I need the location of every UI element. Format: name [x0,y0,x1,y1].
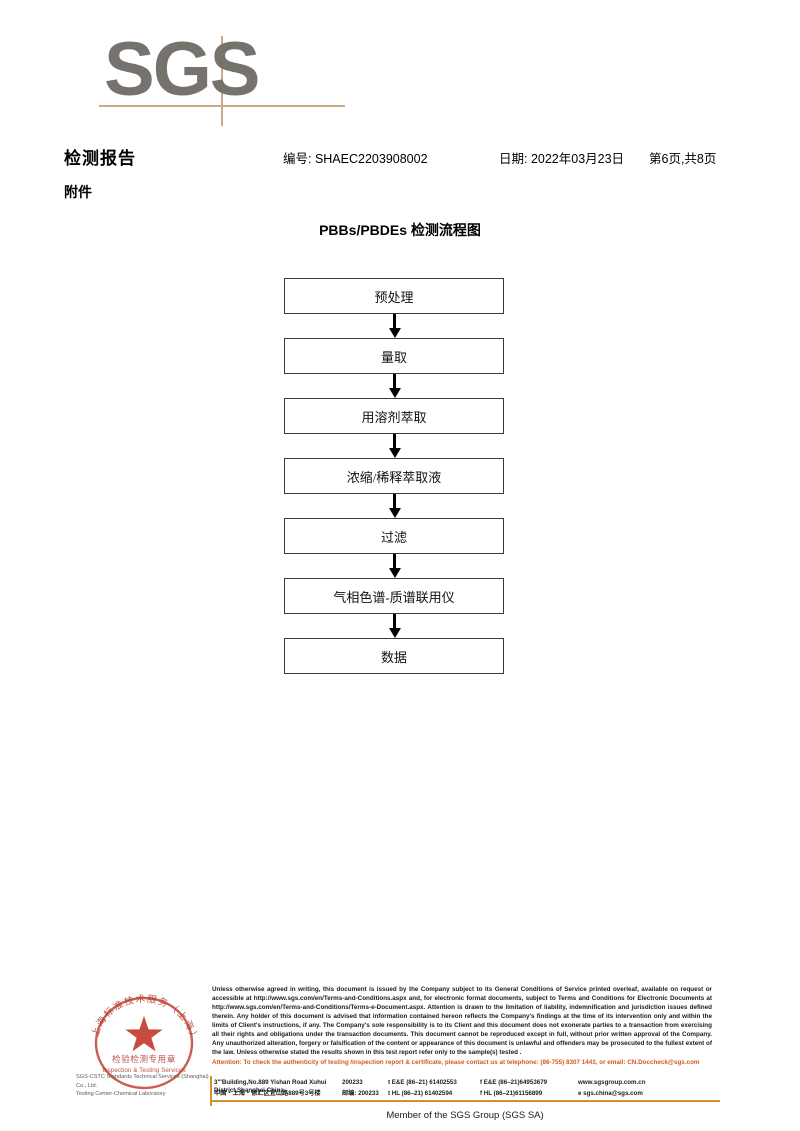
flow-arrow-icon [284,614,504,638]
legal-disclaimer: Unless otherwise agreed in writing, this… [212,986,712,1067]
flow-step-box: 过滤 [284,518,504,554]
report-number: 编号: SHAEC2203908002 [283,152,428,166]
page-title: 检测报告 [64,149,136,168]
website-link[interactable]: www.sgsgroup.com.cn [578,1079,646,1086]
flowchart: 预处理 量取 用溶剂萃取 浓缩/稀释萃取液 过滤 气相色谱-质谱联用仪 数据 [284,278,504,674]
sgs-logo: SGS [99,32,345,126]
telephone-hl: t HL (86–21) 61402594 [388,1090,453,1097]
flow-arrow-icon [284,374,504,398]
company-name-line1: SGS-CSTC Standards Technical Services (S… [76,1074,209,1089]
legal-paragraph: Unless otherwise agreed in writing, this… [212,986,712,1056]
address-row-cn: 中国・上海・徐汇区宜山路889号3号楼 邮编: 200233 t HL (86–… [214,1090,720,1101]
footer-vertical-divider [210,1076,212,1106]
flow-step-box: 气相色谱-质谱联用仪 [284,578,504,614]
flow-step-box: 预处理 [284,278,504,314]
flowchart-title: PBBs/PBDEs 检测流程图 [319,222,481,238]
flow-arrow-icon [284,434,504,458]
flow-arrow-icon [284,314,504,338]
address-row-en: 3"'Building,No.889 Yishan Road Xuhui Dis… [214,1079,720,1094]
logo-vertical-rule [221,36,223,126]
authenticity-attention-notice: Attention: To check the authenticity of … [212,1058,700,1066]
flow-step-box: 数据 [284,638,504,674]
contact-address-block: 3"'Building,No.889 Yishan Road Xuhui Dis… [214,1079,720,1101]
logo-text: SGS [104,27,260,112]
flow-step-box: 量取 [284,338,504,374]
svg-text:检验检测专用章: 检验检测专用章 [112,1054,176,1064]
company-name-line2: Testing Center-Chemical Laboratory [76,1091,166,1098]
footer-horizontal-divider [210,1100,720,1102]
flow-arrow-icon [284,494,504,518]
postcode-cn: 邮编: 200233 [342,1090,379,1097]
address-cn: 中国・上海・徐汇区宜山路889号3号楼 [214,1090,321,1097]
address-en: 3"'Building,No.889 Yishan Road Xuhui Dis… [214,1079,327,1095]
group-membership-note: Member of the SGS Group (SGS SA) [386,1110,544,1121]
flow-step-box: 用溶剂萃取 [284,398,504,434]
telephone-ee: t E&E (86–21) 61402553 [388,1079,457,1086]
page-indicator: 第6页,共8页 [649,152,717,166]
svg-text:Inspection & Testing Services: Inspection & Testing Services [102,1067,185,1074]
page-subtitle: 附件 [64,184,92,200]
postcode-en: 200233 [342,1079,363,1086]
report-date: 日期: 2022年03月23日 [499,152,625,166]
fax-ee: f E&E (86–21)64953679 [480,1079,548,1086]
fax-hl: f HL (86–21)61156899 [480,1090,543,1097]
email-link[interactable]: e sgs.china@sgs.com [578,1090,643,1097]
flow-step-box: 浓缩/稀释萃取液 [284,458,504,494]
company-name-block: SGS-CSTC Standards Technical Services (S… [76,1073,211,1099]
company-seal-stamp: 上海标准技术服务（上海）有限公司 检验检测专用章 Inspection & Te… [83,986,205,1096]
flow-arrow-icon [284,554,504,578]
